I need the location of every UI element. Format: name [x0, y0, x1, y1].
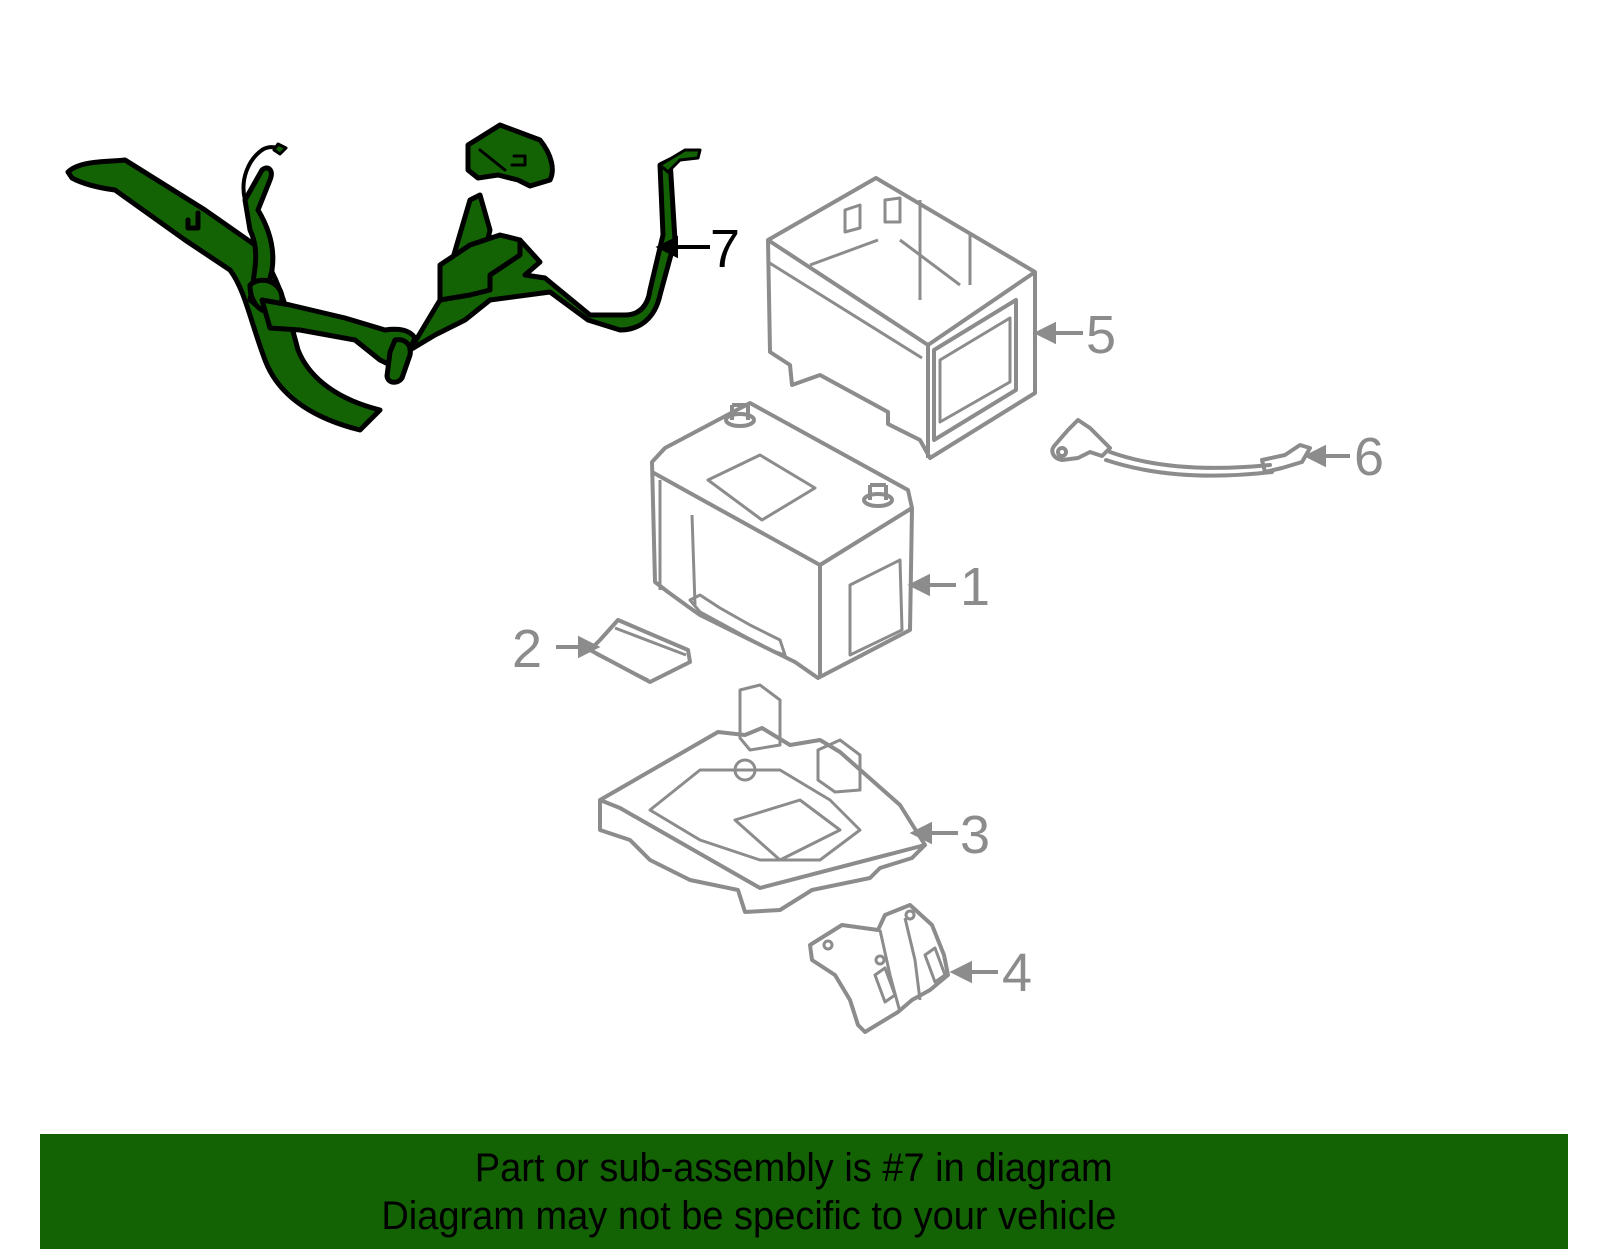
callout-5-arrow: [1033, 321, 1083, 345]
part-3-battery-tray[interactable]: [598, 683, 927, 914]
info-banner: Part or sub-assembly is #7 in diagram Di…: [40, 1134, 1568, 1249]
part-6-ground-cable[interactable]: [1050, 418, 1312, 478]
callout-label-1: 1: [960, 557, 991, 617]
callout-1-arrow: [907, 573, 956, 597]
part-5-battery-box[interactable]: [766, 176, 1037, 460]
callout-label-6: 6: [1354, 427, 1385, 487]
part-2-insulator[interactable]: [588, 618, 692, 684]
callout-label-3: 3: [960, 805, 991, 865]
part-1-battery[interactable]: [650, 401, 914, 680]
callout-label-2: 2: [512, 619, 543, 679]
callout-2-arrow: [556, 635, 601, 659]
callout-6-arrow: [1303, 444, 1350, 468]
callout-3-arrow: [909, 821, 958, 845]
callout-4-arrow: [949, 960, 998, 984]
callout-label-4: 4: [1002, 943, 1033, 1003]
banner-line-part-number: Part or sub-assembly is #7 in diagram: [475, 1145, 1113, 1190]
part-4-bracket[interactable]: [808, 903, 950, 1034]
callout-7-arrow: [655, 235, 710, 259]
callout-label-5: 5: [1086, 305, 1117, 365]
banner-line-disclaimer: Diagram may not be specific to your vehi…: [381, 1193, 1117, 1238]
callout-label-7: 7: [710, 219, 741, 279]
part-7-cable-harness[interactable]: [65, 122, 702, 433]
